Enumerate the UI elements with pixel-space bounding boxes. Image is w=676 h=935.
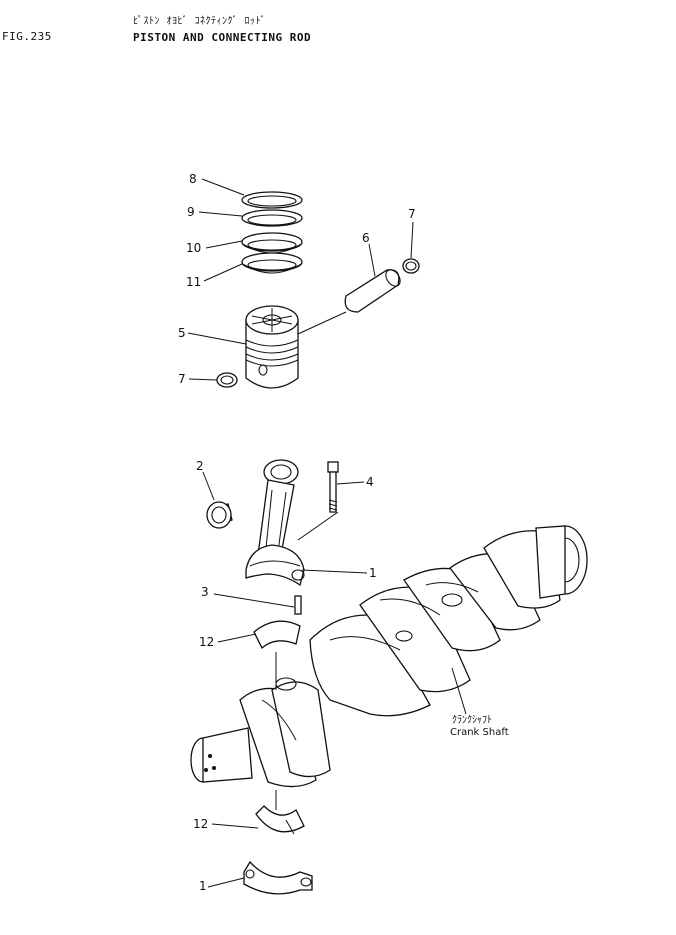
- connecting-rod: [245, 459, 305, 587]
- callout-1-rod: 1: [369, 566, 377, 580]
- callout-4: 4: [366, 475, 374, 489]
- callout-12-lower: 12: [193, 817, 208, 831]
- snap-ring-7-upper: [402, 258, 420, 274]
- bearing-lower: [255, 805, 305, 835]
- callout-11: 11: [186, 275, 201, 289]
- callout-6: 6: [362, 231, 370, 245]
- callout-8: 8: [189, 172, 197, 186]
- callout-1-cap: 1: [199, 879, 207, 893]
- callout-2: 2: [196, 459, 204, 473]
- snap-ring-7-lower: [216, 372, 238, 388]
- figure-number: FIG.235: [2, 30, 52, 43]
- rod-bolt: [327, 461, 339, 513]
- leader-lines: [187, 178, 467, 888]
- callout-5: 5: [178, 326, 186, 340]
- ring-9: [241, 209, 303, 227]
- piston: [245, 305, 347, 389]
- ring-8: [241, 191, 303, 209]
- callout-12-upper: 12: [199, 635, 214, 649]
- title-english: PISTON AND CONNECTING ROD: [133, 31, 312, 44]
- rod-cap: [243, 860, 313, 895]
- callout-7-upper: 7: [408, 207, 416, 221]
- bearing-upper: [253, 620, 301, 650]
- title-japanese: ﾋﾟｽﾄﾝ ｵﾖﾋﾞ ｺﾈｸﾃｨﾝｸﾞ ﾛｯﾄﾞ: [133, 16, 267, 27]
- crankshaft-label-jp: ｸﾗﾝｸｼｬﾌﾄ: [452, 714, 492, 726]
- crankshaft-label-en: Crank Shaft: [450, 727, 509, 738]
- callout-3: 3: [201, 585, 209, 599]
- crankshaft: [190, 525, 588, 788]
- bushing: [206, 501, 233, 529]
- ring-10: [241, 232, 303, 254]
- callout-7-lower: 7: [178, 372, 186, 386]
- piston-pin: [344, 269, 401, 313]
- dowel-pin: [294, 595, 302, 615]
- callout-9: 9: [187, 205, 195, 219]
- callout-10: 10: [186, 241, 201, 255]
- ring-11: [241, 252, 303, 274]
